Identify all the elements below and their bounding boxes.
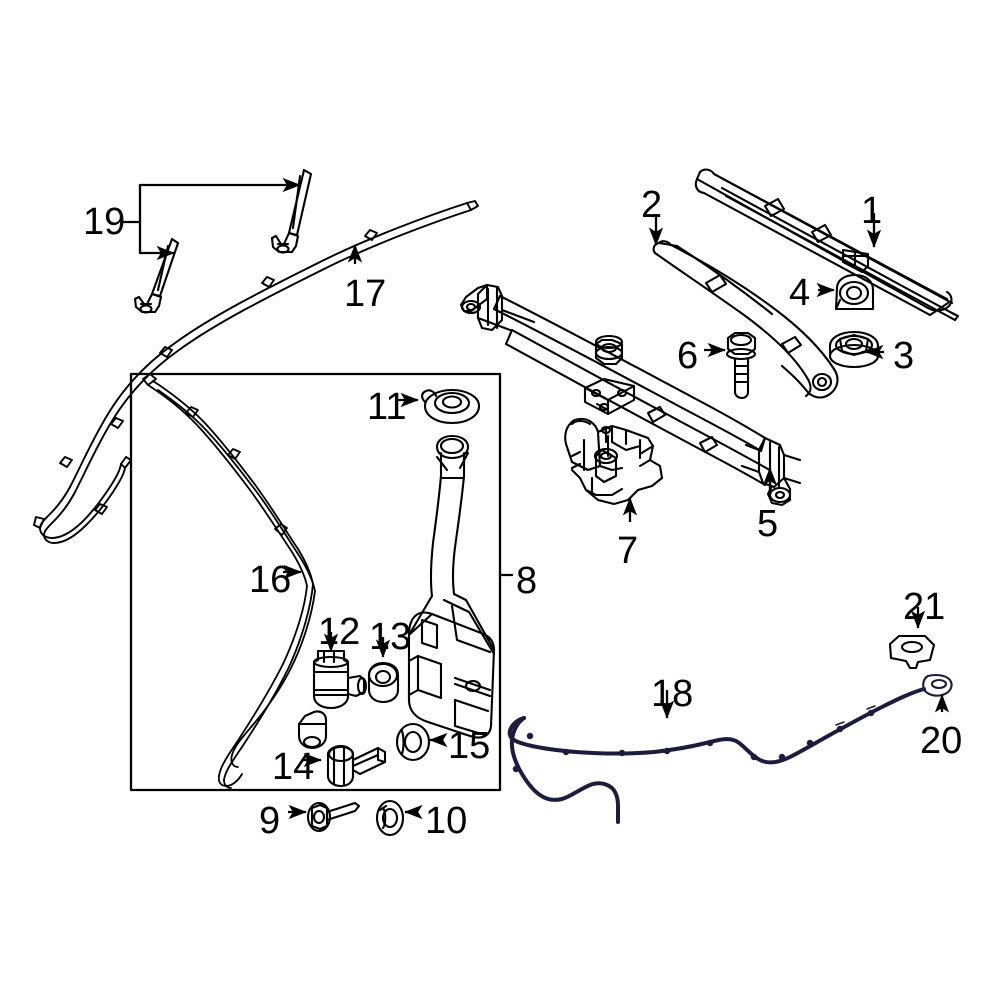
callout-label-10[interactable]: 10 xyxy=(425,800,468,842)
callout-label-17[interactable]: 17 xyxy=(344,273,387,315)
callout-label-11[interactable]: 11 xyxy=(367,386,407,428)
callout-label-3[interactable]: 3 xyxy=(893,335,915,377)
callout-label-5[interactable]: 5 xyxy=(757,503,779,545)
wiper-pivot-cap xyxy=(834,273,875,311)
callout-label-8[interactable]: 8 xyxy=(516,560,538,602)
callout-label-9[interactable]: 9 xyxy=(259,800,281,842)
washer-pump xyxy=(297,649,368,750)
reservoir-filler-cap xyxy=(421,388,481,425)
callout-label-14[interactable]: 14 xyxy=(272,746,315,788)
reservoir-group-box xyxy=(129,372,502,792)
callout-label-7[interactable]: 7 xyxy=(617,530,639,572)
washer-nozzle-jet-upper xyxy=(270,168,313,254)
washer-hose-upper xyxy=(69,200,479,495)
callout-label-21[interactable]: 21 xyxy=(903,586,946,628)
wiper-linkage-assembly xyxy=(459,283,802,507)
callout-label-20[interactable]: 20 xyxy=(920,720,963,762)
callout-label-19[interactable]: 19 xyxy=(83,201,126,243)
level-sensor xyxy=(326,744,387,788)
hose-end-fitting xyxy=(922,674,953,697)
callout-label-13[interactable]: 13 xyxy=(369,616,412,658)
washer-hose-inner xyxy=(142,373,316,789)
callout-label-1[interactable]: 1 xyxy=(861,190,883,232)
washer-hose-rear xyxy=(507,687,926,824)
wiper-arm-nut xyxy=(828,330,880,369)
washer-nozzle-jet-lower xyxy=(133,237,180,314)
callout-label-2[interactable]: 2 xyxy=(641,184,663,226)
callout-label-12[interactable]: 12 xyxy=(318,611,361,653)
wiper-blade xyxy=(694,168,960,322)
hex-flange-bolt xyxy=(725,331,757,400)
callout-19-bracket xyxy=(120,183,292,255)
callout-label-15[interactable]: 15 xyxy=(448,725,491,767)
hose-retainer-clip xyxy=(888,634,936,670)
sensor-seal-ring xyxy=(395,722,431,762)
washer-hose-lower-branch xyxy=(33,456,132,544)
washer-reservoir xyxy=(407,434,496,739)
reservoir-grommet-nut xyxy=(375,799,405,837)
callout-label-4[interactable]: 4 xyxy=(789,272,811,314)
callout-label-6[interactable]: 6 xyxy=(677,335,699,377)
reservoir-screw xyxy=(306,801,361,833)
callout-label-18[interactable]: 18 xyxy=(651,673,694,715)
pump-grommet xyxy=(367,661,400,704)
callout-label-16[interactable]: 16 xyxy=(249,559,292,601)
